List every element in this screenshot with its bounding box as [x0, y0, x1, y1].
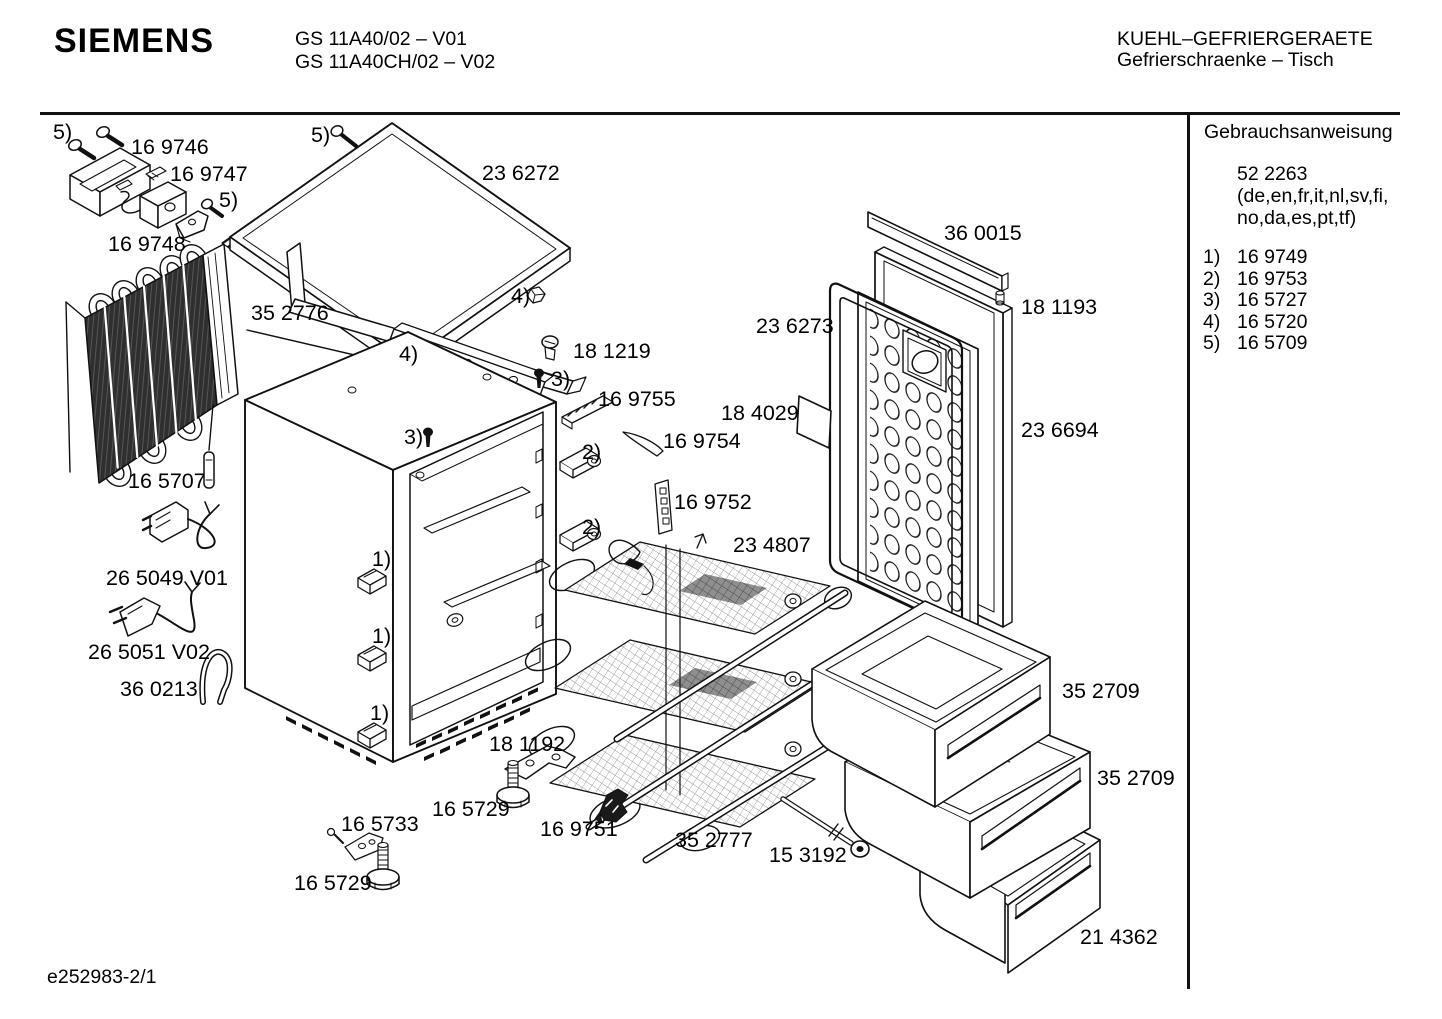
- part-label: 36 0213: [120, 677, 198, 701]
- part-label: 1): [372, 547, 391, 571]
- evaporator-234807: [524, 533, 853, 852]
- part-label: 18 1219: [573, 339, 651, 363]
- siemens-logo: SIEMENS: [54, 22, 215, 60]
- part-label: 21 4362: [1080, 925, 1158, 949]
- category-titles: KUEHL–GEFRIERGERAETE Gefrierschraenke – …: [1117, 29, 1373, 70]
- panel-divider: [1187, 112, 1190, 989]
- part-label: 23 6273: [756, 314, 834, 338]
- drawer-352709-upper: [811, 600, 1051, 808]
- part-label: 26 5049 V01: [106, 566, 228, 590]
- cabinet-body: [244, 331, 557, 765]
- part-label: 18 1193: [1021, 295, 1097, 319]
- part-label: 3): [551, 367, 570, 391]
- part-label: 16 9747: [170, 162, 248, 186]
- legend-row: 5)16 5709: [1203, 332, 1308, 355]
- clip-4-right: [526, 286, 546, 304]
- vent-slots: [286, 687, 538, 765]
- rod-153192: [780, 796, 870, 858]
- model-codes: GS 11A40/02 – V01 GS 11A40CH/02 – V02: [295, 28, 495, 74]
- part-label: 5): [53, 120, 72, 144]
- thermostat-169747: [115, 166, 187, 229]
- part-label: 16 9754: [663, 429, 741, 453]
- screw-legend: 1)16 9749 2)16 9753 3)16 5727 4)16 5720 …: [1203, 246, 1308, 355]
- part-label: 18 4029: [721, 401, 799, 425]
- part-label: 2): [582, 515, 601, 539]
- part-labels: 5) 16 9746 16 9747 5) 16 9748 5) 23 6272…: [53, 120, 1175, 949]
- part-label: 16 5707: [128, 469, 206, 493]
- legend-row: 1)16 9749: [1203, 246, 1308, 268]
- part-label: 1): [372, 624, 391, 648]
- part-label: 5): [219, 188, 238, 212]
- screw-3-upper: [534, 368, 544, 388]
- door-inner-panel: [857, 291, 979, 639]
- model-line-2: GS 11A40CH/02 – V02: [295, 51, 496, 73]
- category-line-1: KUEHL–GEFRIERGERAETE: [1117, 28, 1373, 50]
- part-label: 4): [399, 342, 418, 366]
- part-label: 23 4807: [733, 533, 811, 557]
- bracket-181192: [504, 745, 576, 780]
- rail-169755: [561, 395, 614, 430]
- part-label: 16 9752: [674, 490, 752, 514]
- sticker-184029: [796, 395, 832, 449]
- part-label: 18 1192: [489, 732, 565, 756]
- part-label: 1): [370, 701, 389, 725]
- part-label: 35 2709: [1062, 679, 1140, 703]
- part-label: 16 5729: [294, 871, 372, 895]
- rails-352777: [585, 589, 849, 864]
- legend-row: 2)16 9753: [1203, 267, 1308, 290]
- part-label: 2): [582, 440, 601, 464]
- part-label: 16 9748: [108, 232, 186, 256]
- part-label: 35 2777: [675, 828, 753, 852]
- model-line-1: GS 11A40/02 – V01: [295, 28, 468, 50]
- bushing-2-lower: [559, 520, 602, 552]
- part-label: 16 9746: [131, 135, 209, 159]
- manual-languages-2: no,da,es,pt,tf): [1237, 207, 1357, 229]
- wedge-169754: [622, 431, 664, 457]
- part-label: 26 5051 V02: [88, 640, 210, 664]
- condenser-coil: [65, 243, 239, 488]
- part-label: 5): [311, 123, 330, 147]
- strip-169752: [654, 479, 673, 535]
- part-label: 16 9751: [540, 817, 618, 841]
- legend-row: 4)16 5720: [1203, 310, 1308, 333]
- power-cord-265051: [108, 581, 201, 637]
- tube-360213: [199, 648, 233, 705]
- foot-165729-upper: [496, 759, 530, 809]
- power-cord-265049: [141, 501, 220, 550]
- legend-row: 3)16 5727: [1203, 289, 1308, 312]
- part-label: 16 9755: [598, 387, 676, 411]
- drawing-number: e252983-2/1: [47, 966, 157, 988]
- bracket-169748: [175, 198, 224, 243]
- header-divider: [40, 112, 1400, 115]
- part-label: 23 6272: [482, 161, 560, 185]
- valve-169751: [594, 788, 629, 824]
- bushing-2-upper: [559, 447, 602, 479]
- drier-165707: [203, 451, 215, 489]
- bracket-165733: [326, 827, 384, 861]
- screw-181219: [541, 335, 559, 361]
- rail-clips-1: [357, 568, 387, 749]
- part-label: 35 2776: [251, 301, 329, 325]
- part-label: 3): [404, 425, 423, 449]
- manual-languages-1: (de,en,fr,it,nl,sv,fi,: [1237, 185, 1389, 207]
- part-label: 23 6694: [1021, 418, 1099, 442]
- part-label: 36 0015: [944, 221, 1022, 245]
- rail-slots: [535, 448, 543, 629]
- part-label: 15 3192: [769, 843, 847, 867]
- pin-181193: [995, 290, 1005, 306]
- screw-3-cabinet: [423, 427, 433, 447]
- part-label: 35 2709: [1097, 766, 1175, 790]
- cover-169746: [69, 147, 151, 217]
- category-line-2: Gefrierschraenke – Tisch: [1117, 48, 1334, 71]
- foot-165729-lower: [366, 841, 400, 891]
- manual-number: 52 2263: [1237, 163, 1308, 185]
- part-label: 16 5729: [432, 797, 510, 821]
- part-label: 4): [511, 284, 530, 308]
- info-panel-title: Gebrauchsanweisung: [1204, 121, 1393, 143]
- manual-document-block: 52 2263 (de,en,fr,it,nl,sv,fi, no,da,es,…: [1237, 163, 1388, 229]
- part-label: 16 5733: [341, 812, 419, 836]
- screws-5-top-left: [67, 125, 125, 161]
